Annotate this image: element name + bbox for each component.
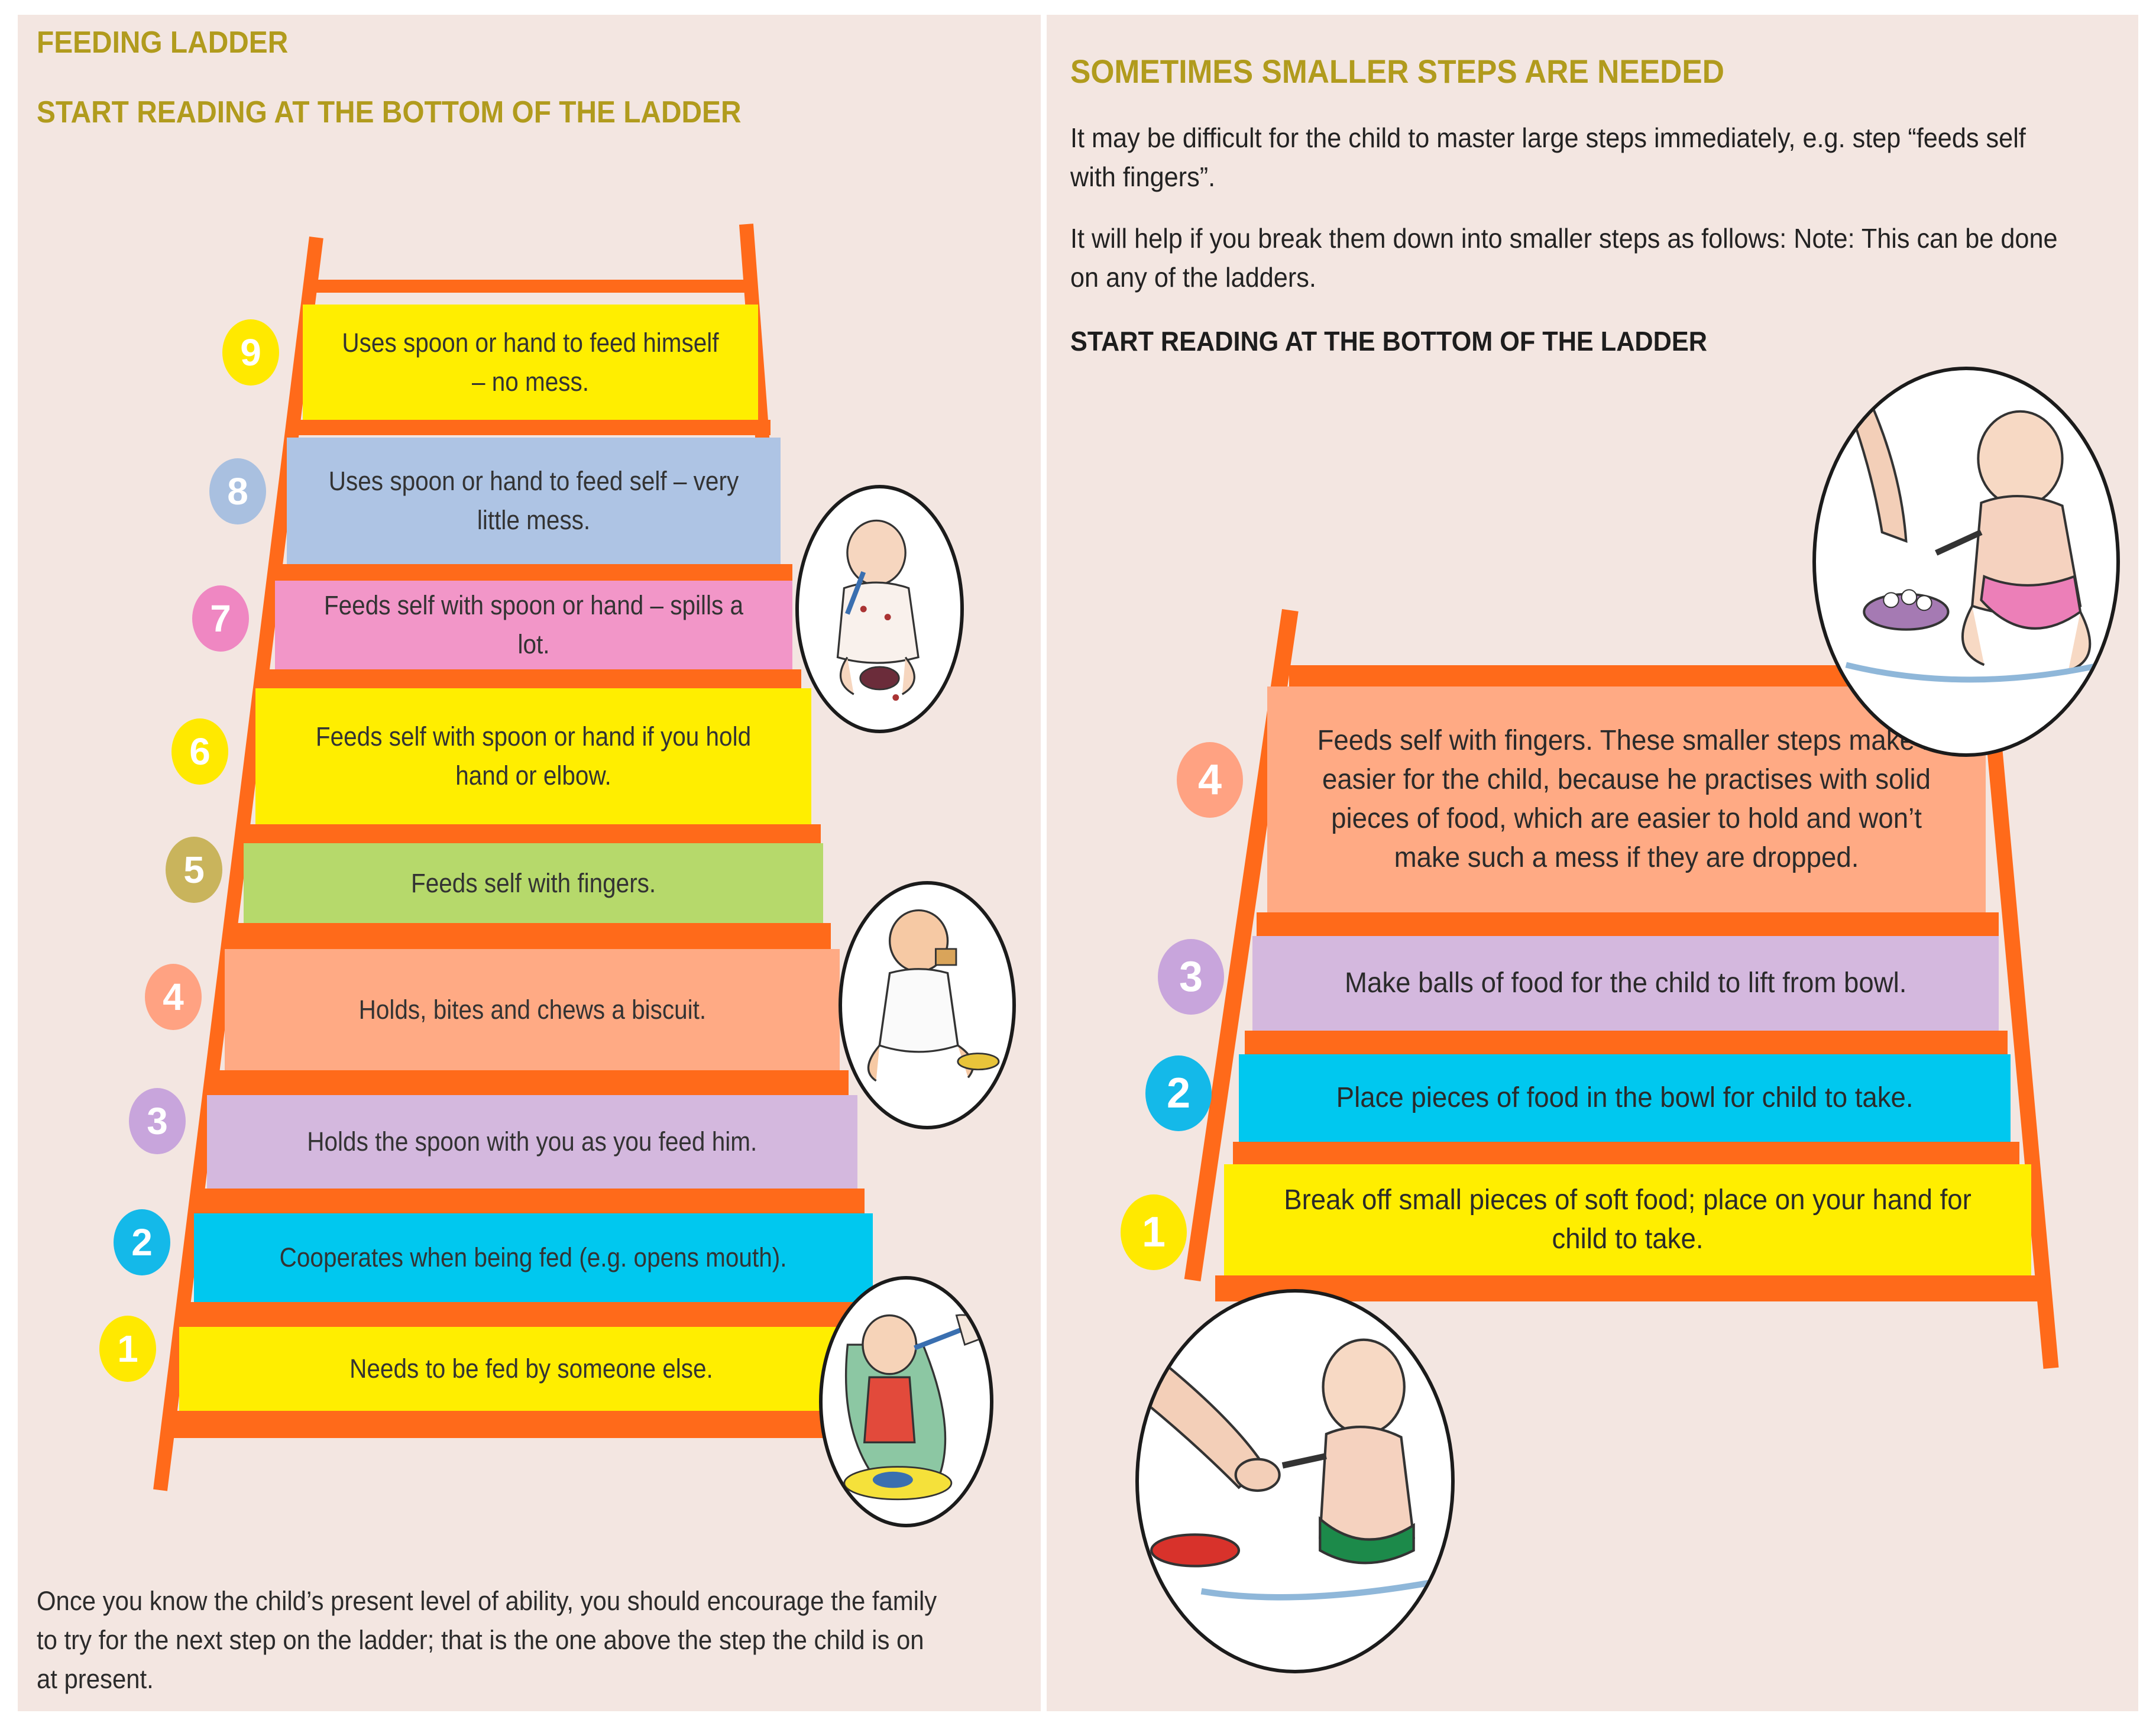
ladder-step-1: Needs to be fed by someone else. (179, 1327, 883, 1411)
left-footer-note: Once you know the child’s present level … (37, 1586, 937, 1694)
ladder-step-4: Holds, bites and chews a biscuit. (225, 949, 840, 1070)
step-badge-1: 1 (99, 1316, 156, 1382)
ladder-rung (199, 1189, 865, 1213)
step-badge-5: 5 (166, 837, 222, 903)
step-badge-3: 3 (129, 1088, 186, 1154)
ladder-rung (173, 1411, 894, 1438)
ladder-step-2: Cooperates when being fed (e.g. opens mo… (194, 1213, 873, 1302)
ladder-rung (247, 824, 821, 843)
right-intro-paragraph-2: It will help if you break them down into… (1070, 223, 2058, 293)
ladder-step-7: Feeds self with spoon or hand – spills a… (275, 581, 792, 669)
smaller-steps-title: SOMETIMES SMALLER STEPS ARE NEEDED (1070, 53, 1724, 90)
ladder-rung (1245, 1031, 2008, 1054)
ladder-rung (1257, 912, 1999, 936)
ladder-step-8: Uses spoon or hand to feed self – very l… (287, 438, 781, 564)
small-step-1: Break off small pieces of soft food; pla… (1224, 1164, 2031, 1275)
step-badge-9: 9 (222, 319, 279, 386)
small-step-badge-3: 3 (1158, 939, 1224, 1015)
small-step-4: Feeds self with fingers. These smaller s… (1267, 686, 1986, 912)
step-badge-4: 4 (145, 964, 202, 1030)
small-step-badge-1: 1 (1121, 1194, 1187, 1270)
small-step-badge-4: 4 (1177, 742, 1243, 818)
small-step-badge-2: 2 (1145, 1055, 1212, 1131)
ladder-step-5: Feeds self with fingers. (244, 843, 823, 923)
baby-eating-messy-illustration (795, 485, 964, 733)
ladder-step-9: Uses spoon or hand to feed himself – no … (303, 305, 758, 420)
step-badge-6: 6 (171, 718, 228, 785)
small-step-2: Place pieces of food in the bowl for chi… (1239, 1054, 2011, 1142)
left-start-reading-heading: START READING AT THE BOTTOM OF THE LADDE… (37, 95, 742, 129)
ladder-step-3: Holds the spoon with you as you feed him… (207, 1095, 857, 1189)
baby-hand-fed-illustration (1135, 1289, 1455, 1673)
ladder-rung (278, 564, 792, 581)
ladder-rung (266, 669, 801, 688)
baby-picking-food-illustration (1812, 367, 2120, 757)
ladder-step-6: Feeds self with spoon or hand if you hol… (255, 688, 811, 824)
ladder-rung (234, 923, 831, 949)
baby-biscuit-illustration (839, 881, 1016, 1129)
small-step-3: Make balls of food for the child to lift… (1252, 936, 1999, 1031)
right-intro-paragraph-1: It may be difficult for the child to mas… (1070, 122, 2026, 192)
ladder-rung (310, 280, 748, 293)
ladder-rung (1233, 1142, 2019, 1164)
step-badge-8: 8 (209, 458, 266, 524)
right-start-reading-heading: START READING AT THE BOTTOM OF THE LADDE… (1070, 326, 1707, 357)
ladder-rung (297, 420, 771, 435)
baby-spoon-fed-illustration (819, 1276, 993, 1527)
feeding-ladder-title: FEEDING LADDER (37, 25, 289, 60)
step-badge-2: 2 (114, 1209, 170, 1275)
ladder-rung (187, 1302, 880, 1327)
step-badge-7: 7 (192, 585, 249, 652)
ladder-rung (216, 1070, 849, 1095)
ladder-rung (1215, 1275, 2043, 1301)
